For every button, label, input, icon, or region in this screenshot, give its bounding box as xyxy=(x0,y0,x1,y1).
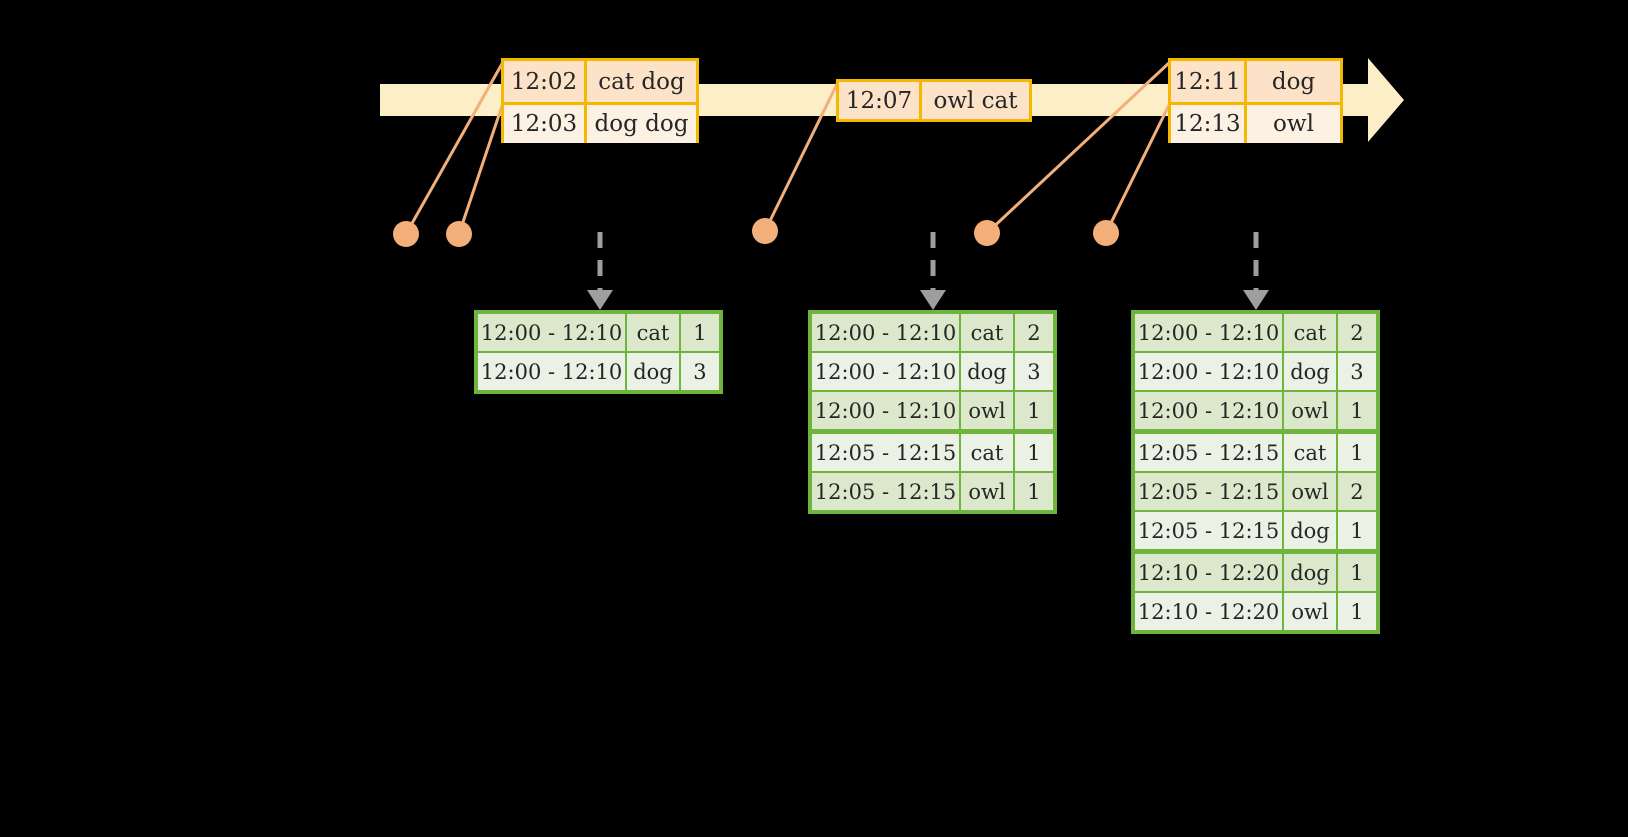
event-time: 12:03 xyxy=(504,105,587,143)
word-cell: owl xyxy=(961,392,1015,429)
window-cell: 12:00 - 12:10 xyxy=(1135,392,1285,429)
word-cell: owl xyxy=(1284,392,1338,429)
window-cell: 12:00 - 12:10 xyxy=(478,353,628,390)
count-cell: 1 xyxy=(693,320,707,345)
window-cell: 12:00 - 12:10 xyxy=(812,314,962,351)
event-words: owl cat xyxy=(933,87,1018,114)
event-words: cat dog xyxy=(598,68,685,95)
count-cell: 3 xyxy=(1350,359,1364,384)
word-cell: cat xyxy=(1284,314,1338,351)
event-words: owl xyxy=(1273,111,1314,137)
event-words: dog dog xyxy=(594,111,689,137)
window-cell: 12:05 - 12:15 xyxy=(1135,434,1285,471)
event-marker-1[interactable] xyxy=(393,221,419,247)
emit-arrow-2-head xyxy=(920,290,946,310)
window-cell: 12:00 - 12:10 xyxy=(1135,353,1285,390)
event-time: 12:11 xyxy=(1171,61,1247,102)
word-cell: owl xyxy=(961,473,1015,510)
count-cell: 1 xyxy=(1350,599,1364,624)
event-time: 12:02 xyxy=(504,61,587,102)
event-box-3[interactable]: 12:11 dog 12:13 owl xyxy=(1168,58,1343,143)
event-row[interactable]: 12:13 owl xyxy=(1171,102,1340,143)
event-time: 12:07 xyxy=(839,82,922,119)
count-cell: 2 xyxy=(1027,320,1041,345)
window-cell: 12:05 - 12:15 xyxy=(812,473,962,510)
event-marker-4[interactable] xyxy=(974,220,1000,246)
word-cell: cat xyxy=(1284,434,1338,471)
count-cell: 1 xyxy=(1350,440,1364,465)
window-cell: 12:00 - 12:10 xyxy=(812,353,962,390)
window-cell: 12:05 - 12:15 xyxy=(812,434,962,471)
count-cell: 1 xyxy=(1350,518,1364,543)
word-cell: cat xyxy=(961,434,1015,471)
event-marker-5[interactable] xyxy=(1093,220,1119,246)
count-cell: 3 xyxy=(1027,359,1041,384)
count-cell: 1 xyxy=(1027,479,1041,504)
count-cell: 3 xyxy=(693,359,707,384)
word-cell: dog xyxy=(1284,554,1338,591)
window-cell: 12:05 - 12:15 xyxy=(1135,512,1285,549)
word-cell: dog xyxy=(1284,353,1338,390)
event-box-1[interactable]: 12:02 cat dog 12:03 dog dog xyxy=(501,58,699,143)
event-row[interactable]: 12:07 owl cat xyxy=(839,82,1029,119)
count-cell: 1 xyxy=(1350,398,1364,423)
word-cell: dog xyxy=(627,353,681,390)
connector-2 xyxy=(457,102,505,235)
emit-arrow-3-head xyxy=(1243,290,1269,310)
event-row[interactable]: 12:03 dog dog xyxy=(504,102,696,143)
word-cell: dog xyxy=(1284,512,1338,549)
event-words: dog xyxy=(1271,68,1316,95)
emit-arrow-1-head xyxy=(587,290,613,310)
connector-5 xyxy=(1104,102,1172,234)
word-cell: owl xyxy=(1284,593,1338,630)
count-cell: 1 xyxy=(1350,560,1364,585)
word-cell: cat xyxy=(961,314,1015,351)
event-time: 12:13 xyxy=(1171,105,1247,143)
word-cell: cat xyxy=(627,314,681,351)
count-cell: 2 xyxy=(1350,320,1364,345)
connector-1 xyxy=(404,61,505,235)
word-cell: dog xyxy=(961,353,1015,390)
window-cell: 12:00 - 12:10 xyxy=(478,314,628,351)
window-cell: 12:05 - 12:15 xyxy=(1135,473,1285,510)
count-cell: 1 xyxy=(1027,440,1041,465)
window-cell: 12:00 - 12:10 xyxy=(1135,314,1285,351)
event-marker-2[interactable] xyxy=(446,221,472,247)
event-marker-3[interactable] xyxy=(752,218,778,244)
window-cell: 12:10 - 12:20 xyxy=(1135,593,1285,630)
event-box-2[interactable]: 12:07 owl cat xyxy=(836,79,1032,122)
count-cell: 2 xyxy=(1350,479,1364,504)
count-cell: 1 xyxy=(1027,398,1041,423)
window-cell: 12:00 - 12:10 xyxy=(812,392,962,429)
window-cell: 12:10 - 12:20 xyxy=(1135,554,1285,591)
event-row[interactable]: 12:02 cat dog xyxy=(504,61,696,102)
connector-3 xyxy=(763,81,840,232)
word-cell: owl xyxy=(1284,473,1338,510)
event-row[interactable]: 12:11 dog xyxy=(1171,61,1340,102)
